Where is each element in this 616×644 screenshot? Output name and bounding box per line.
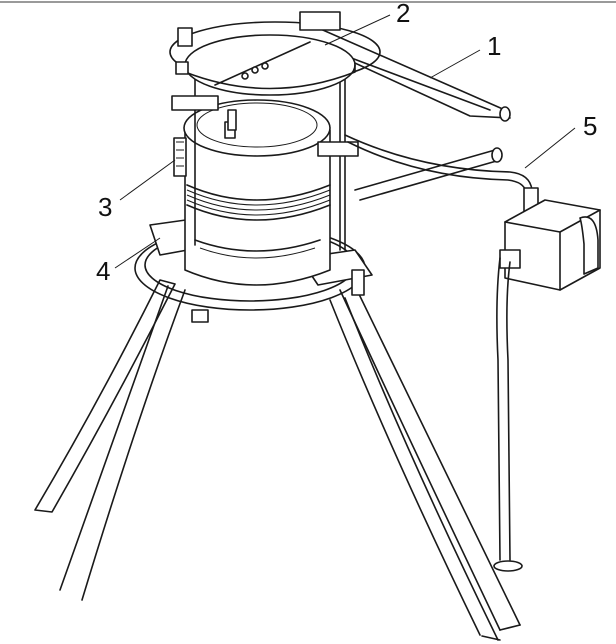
- label-1: 1: [487, 31, 501, 61]
- label-group-1: 1: [429, 31, 501, 79]
- label-group-4: 4: [96, 237, 161, 286]
- label-3: 3: [98, 192, 112, 222]
- support-legs: [34, 279, 521, 641]
- frame-arm: [299, 19, 511, 201]
- label-2: 2: [396, 0, 410, 28]
- guide-rods: [171, 59, 359, 251]
- label-group-3: 3: [98, 159, 176, 222]
- label-group-5: 5: [524, 111, 597, 169]
- top-plate: [169, 11, 381, 131]
- cylinder-body: [173, 99, 331, 286]
- lower-ring: [134, 217, 373, 323]
- pump-unit: [344, 134, 601, 572]
- label-4: 4: [96, 256, 110, 286]
- label-group-2: 2: [324, 0, 410, 46]
- label-5: 5: [583, 111, 597, 141]
